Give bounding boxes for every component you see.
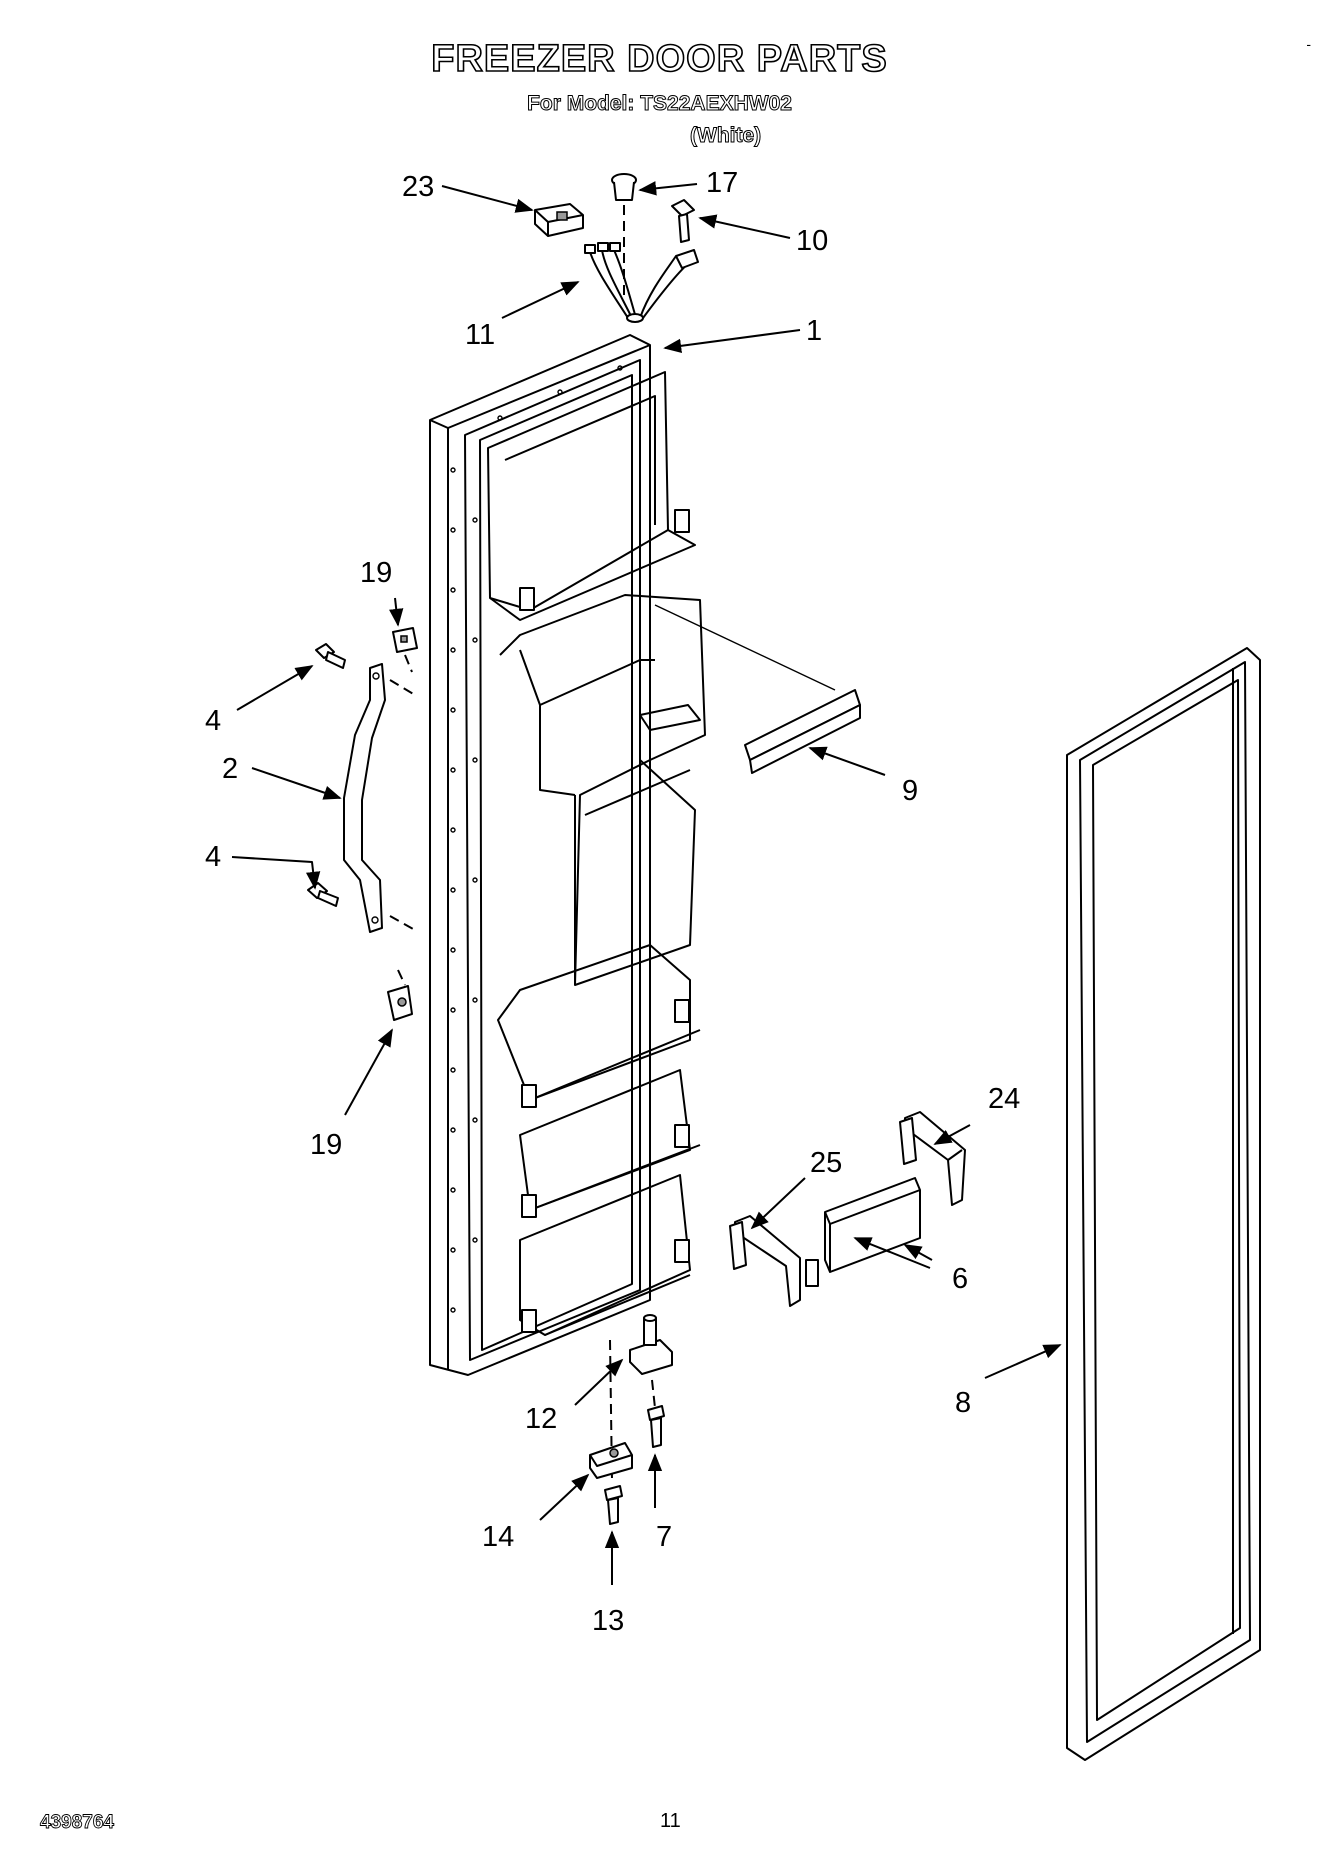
- part-19-bracket-bottom: [387, 969, 413, 1021]
- callout-8: 8: [955, 1387, 971, 1419]
- part-10-screw: [671, 199, 695, 243]
- callout-9: 9: [902, 775, 918, 807]
- callout-4-top: 4: [205, 705, 221, 737]
- callout-11: 11: [465, 319, 495, 351]
- callout-23: 23: [402, 171, 434, 203]
- callout-14: 14: [482, 1521, 514, 1553]
- callout-19-bottom: 19: [310, 1129, 342, 1161]
- callout-24: 24: [988, 1083, 1020, 1115]
- part-19-bracket-top: [392, 627, 418, 673]
- part-6-trim-strip: [824, 1177, 921, 1273]
- part-7-screw: [647, 1379, 665, 1448]
- callout-25: 25: [810, 1147, 842, 1179]
- part-4-screw-top: [315, 643, 346, 669]
- part-25-end-cap: [729, 1215, 819, 1307]
- part-4-screw-bottom: [307, 882, 339, 907]
- document-number: 4398764: [40, 1812, 115, 1834]
- callout-2: 2: [222, 753, 238, 785]
- callout-17: 17: [706, 167, 738, 199]
- page-number: 11: [660, 1810, 681, 1832]
- part-17-plug: [611, 173, 637, 300]
- part-9-rail: [744, 689, 861, 774]
- callout-12: 12: [525, 1403, 557, 1435]
- callout-labels: 23 17 10 11 1 19 4 2 4 19 9 24 25 6 8 12…: [205, 167, 1020, 1637]
- part-14-hinge-bracket: [589, 1442, 633, 1479]
- callout-10: 10: [796, 225, 828, 257]
- part-2-handle: [343, 663, 416, 933]
- callout-4-bottom: 4: [205, 841, 221, 873]
- callout-1: 1: [806, 315, 822, 347]
- part-24-end-cap: [899, 1111, 966, 1206]
- callout-arrows: [231, 181, 1062, 1585]
- callout-6: 6: [952, 1263, 968, 1295]
- color-variant: (White): [689, 124, 762, 148]
- part-23-connector: [534, 203, 584, 237]
- diagram-title: FREEZER DOOR PARTS: [430, 37, 888, 81]
- corner-mark: -: [1306, 36, 1311, 52]
- part-13-screw: [604, 1485, 623, 1525]
- callout-13: 13: [592, 1605, 624, 1637]
- callout-7: 7: [656, 1521, 672, 1553]
- part-11-wire-harness: [584, 242, 699, 323]
- callout-19-top: 19: [360, 557, 392, 589]
- model-line: For Model: TS22AEXHW02: [527, 92, 793, 116]
- part-12-hinge-pin: [609, 1314, 673, 1481]
- part-8-door-gasket: [1066, 647, 1261, 1761]
- freezer-door-panel: [429, 334, 836, 1376]
